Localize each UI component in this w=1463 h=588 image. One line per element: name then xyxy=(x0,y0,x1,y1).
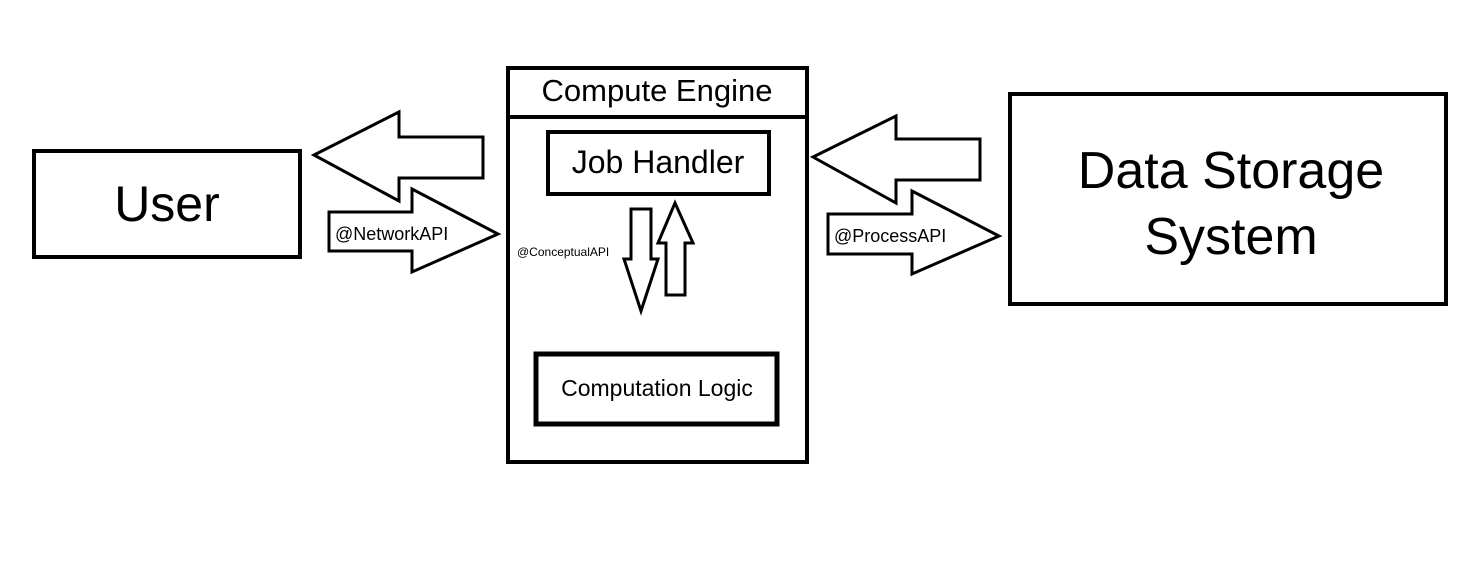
arrow-to-job-handler xyxy=(655,199,696,297)
user-box xyxy=(32,149,302,259)
user-node: User xyxy=(32,149,302,259)
process-api-label: @ProcessAPI xyxy=(834,226,946,246)
compute-engine-title: Compute Engine xyxy=(542,73,773,108)
conceptual-api-label: @ConceptualAPI xyxy=(517,245,609,259)
compute-engine-node: Compute Engine Job Handler @ConceptualAP… xyxy=(506,66,809,464)
computation-logic-label: Computation Logic xyxy=(561,375,753,401)
arrow-to-computation-logic xyxy=(621,207,661,316)
network-api-label: @NetworkAPI xyxy=(335,224,448,244)
arrow-from-data-storage xyxy=(809,113,982,206)
data-storage-label-line1: Data Storage xyxy=(1078,142,1384,200)
user-label: User xyxy=(114,176,220,232)
data-storage-box xyxy=(1008,92,1448,306)
arrow-to-user xyxy=(310,109,485,204)
data-storage-label-line2: System xyxy=(1144,208,1317,266)
arrow-to-compute-engine xyxy=(327,186,502,275)
computation-logic-box xyxy=(533,351,780,427)
arrow-to-data-storage xyxy=(826,188,1003,277)
job-handler-label: Job Handler xyxy=(572,144,745,180)
job-handler-box xyxy=(546,130,771,196)
data-storage-node: Data Storage System xyxy=(1008,92,1448,306)
